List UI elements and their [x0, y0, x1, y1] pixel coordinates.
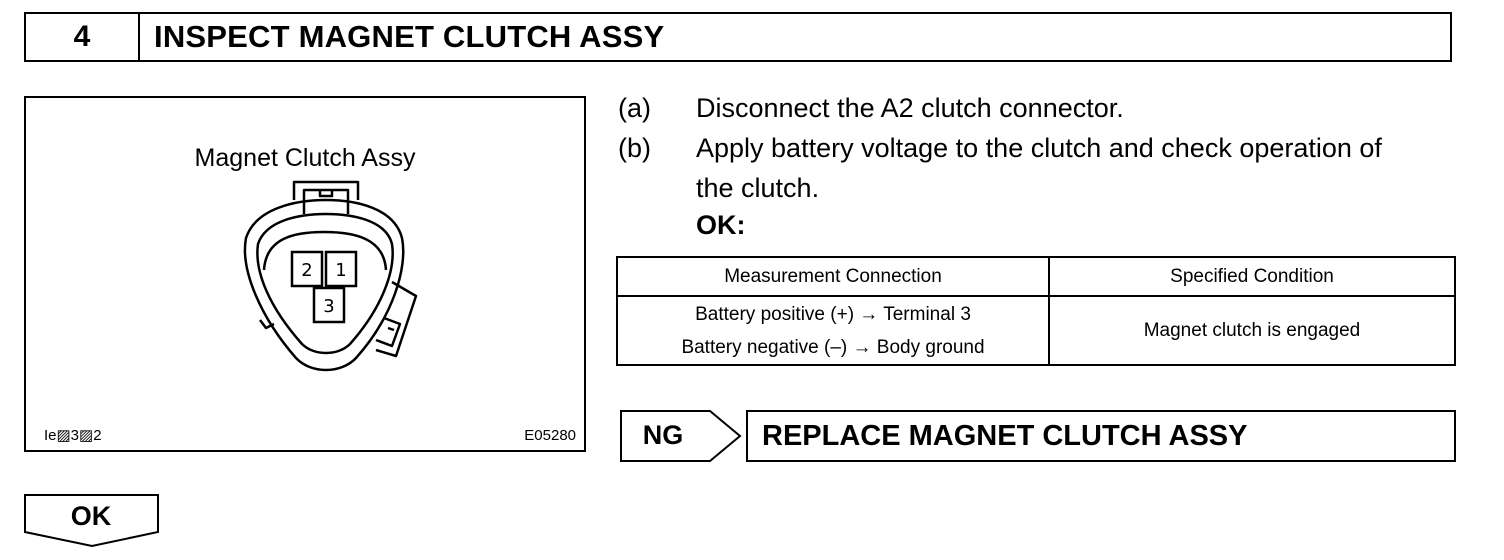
figure-title: Magnet Clutch Assy: [194, 144, 416, 172]
ng-arrow-shape: [620, 410, 742, 462]
ok-heading: OK:: [696, 210, 746, 240]
ng-action: REPLACE MAGNET CLUTCH ASSY: [746, 410, 1456, 462]
terminal-1-label: 1: [335, 260, 346, 281]
figure-code-right: E05280: [524, 427, 576, 444]
terminal-3-label: 3: [323, 296, 334, 317]
instruction-a-text: Disconnect the A2 clutch connector.: [696, 93, 1124, 123]
connection-line-negative: Battery negative (–) → Body ground: [681, 336, 985, 358]
terminal-2-box: [290, 250, 324, 288]
ng-branch: NG: [620, 410, 744, 467]
ok-next-label: OK: [70, 500, 112, 531]
ng-label: NG: [642, 419, 684, 450]
terminal-3-box: [312, 286, 346, 324]
header-specified-condition: Specified Condition: [1048, 256, 1456, 297]
connector-figure: Magnet Clutch Assy 2 1: [24, 96, 586, 452]
instruction-b-text-2: the clutch.: [696, 173, 820, 203]
terminal-2-label: 2: [301, 260, 312, 281]
step-number: 4: [26, 14, 140, 60]
spec-table: Measurement Connection Specified Conditi…: [616, 256, 1456, 366]
figure-code-left: Ie▨3▨2: [44, 427, 102, 444]
instruction-b-text: Apply battery voltage to the clutch and …: [696, 133, 1382, 163]
cell-connection: Battery positive (+) → Terminal 3 Batter…: [616, 295, 1050, 366]
instruction-b-label: (b): [618, 133, 651, 163]
step-title: INSPECT MAGNET CLUTCH ASSY: [154, 19, 665, 54]
instruction-a-label: (a): [618, 93, 651, 123]
connection-line-positive: Battery positive (+) → Terminal 3: [695, 303, 971, 325]
connector-diagram: 2 1 3: [243, 180, 418, 372]
terminal-1-box: [324, 250, 358, 288]
cell-condition: Magnet clutch is engaged: [1048, 295, 1456, 366]
step-header: 4 INSPECT MAGNET CLUTCH ASSY: [24, 12, 1452, 62]
header-measurement-connection: Measurement Connection: [616, 256, 1050, 297]
ok-arrow-shape: [24, 494, 159, 548]
